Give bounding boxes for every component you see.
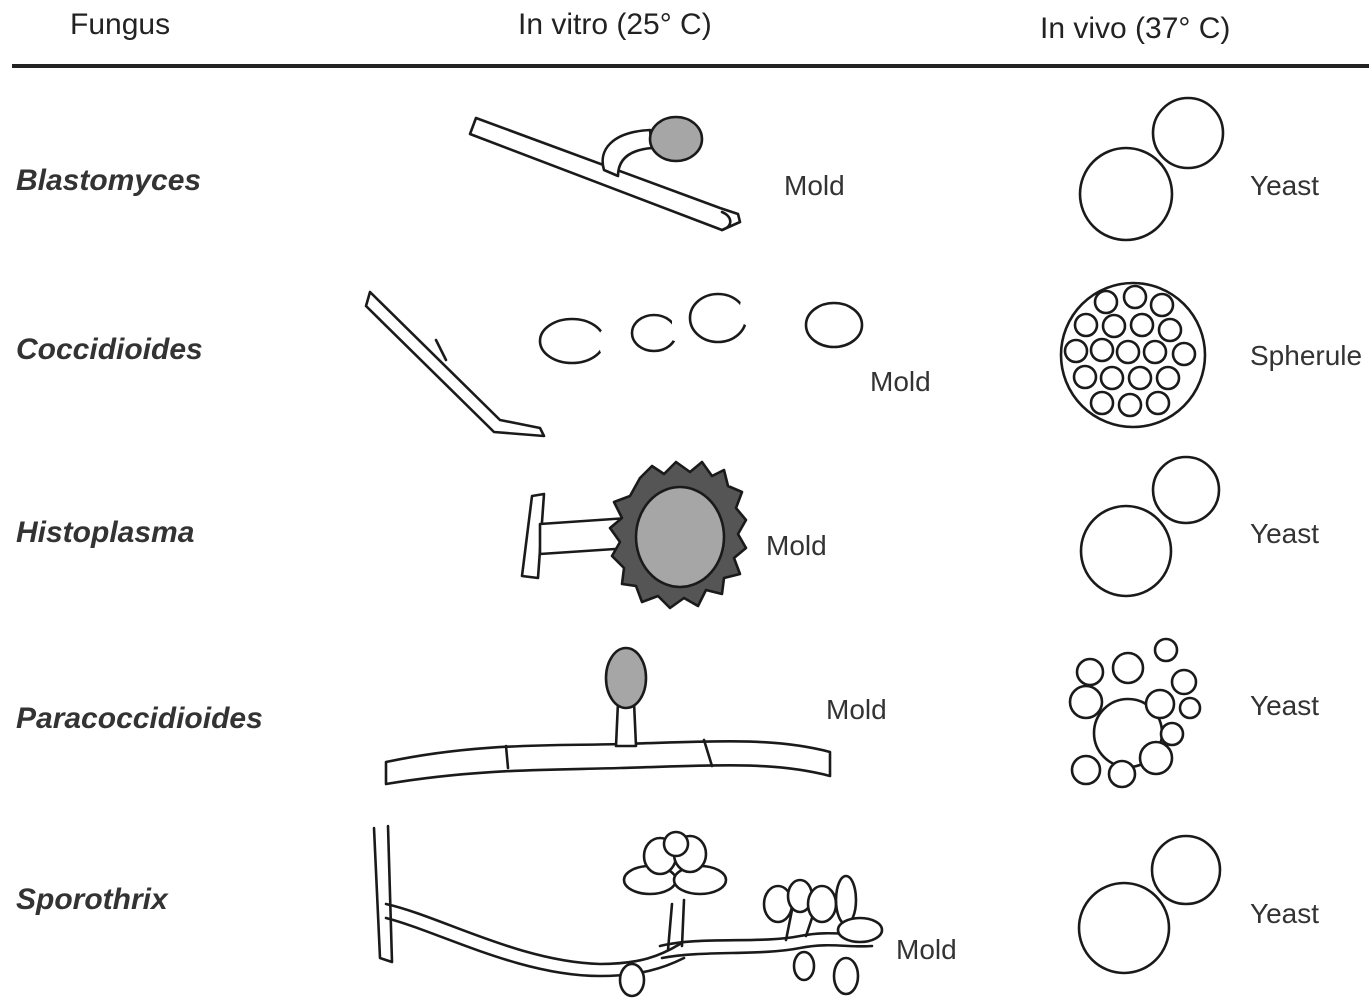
blastomyces-mold-drawing [470,117,740,230]
paracoccidioides-yeast-drawing [1070,639,1200,787]
coccidioides-mold-drawing [366,292,862,436]
blastomyces-yeast-drawing [1080,98,1223,240]
paracoccidioides-mold-drawing [386,648,830,784]
sporothrix-yeast-drawing [1079,836,1220,973]
histoplasma-mold-drawing [522,462,746,608]
histoplasma-yeast-drawing [1081,457,1219,596]
sporothrix-mold-drawing [374,826,882,996]
coccidioides-spherule-drawing [1061,283,1205,427]
